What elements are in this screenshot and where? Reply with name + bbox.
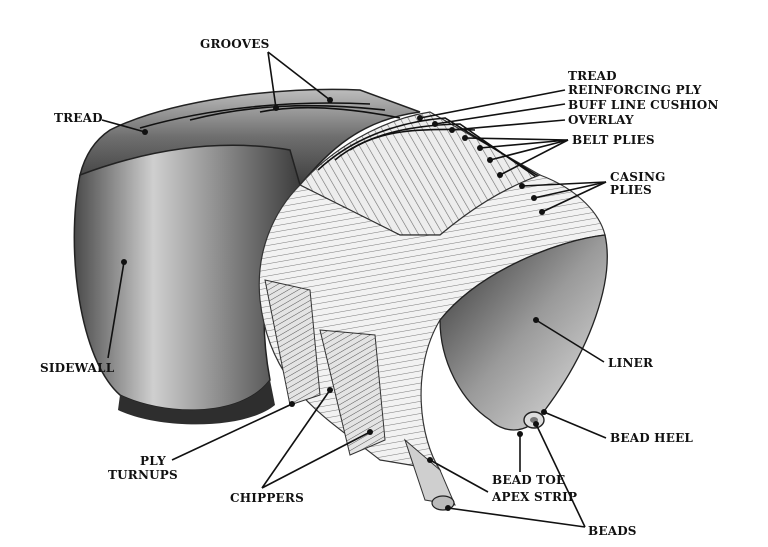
- dot-buff-line: [432, 121, 438, 127]
- dot-overlay: [449, 127, 455, 133]
- leader-grooves-1: [267, 51, 277, 109]
- label-beads: BEADS: [588, 524, 637, 538]
- leader-reinforcing-ply: [419, 89, 566, 119]
- leader-belt-4: [499, 139, 569, 176]
- label-apex-strip: APEX STRIP: [491, 490, 577, 504]
- label-bead-toe: BEAD TOE: [492, 473, 565, 487]
- dot-apex-strip: [427, 457, 433, 463]
- leader-chippers-1: [261, 389, 331, 489]
- label-bead-heel: BEAD HEEL: [610, 431, 693, 445]
- dot-grooves-2: [327, 97, 333, 103]
- dot-chippers-1: [327, 387, 333, 393]
- label-liner: LINER: [608, 356, 654, 370]
- belt-edge-2: [334, 123, 556, 191]
- label-belt-plies: BELT PLIES: [572, 133, 655, 147]
- label-sidewall: SIDEWALL: [40, 361, 115, 375]
- leader-tread-left: [101, 119, 146, 133]
- dot-bead-toe: [517, 431, 523, 437]
- dot-casing-3: [539, 209, 545, 215]
- belt-edge-1: [317, 117, 549, 183]
- sidewall-rim: [118, 380, 275, 425]
- label-casing: CASING: [610, 170, 666, 184]
- leader-liner: [535, 319, 605, 363]
- leader-belt-1: [464, 137, 569, 141]
- label-overlay: OVERLAY: [568, 113, 634, 127]
- leader-bead-heel: [543, 411, 607, 439]
- dot-grooves-1: [273, 105, 279, 111]
- label-grooves: GROOVES: [200, 37, 269, 51]
- leader-belt-2: [479, 139, 569, 149]
- groove-2: [189, 104, 386, 121]
- label-buff-line-cushion: BUFF LINE CUSHION: [568, 98, 719, 112]
- label-chippers: CHIPPERS: [230, 491, 304, 505]
- dot-liner: [533, 317, 539, 323]
- leader-casing-1: [521, 181, 607, 187]
- leader-buff-line: [434, 103, 566, 125]
- dot-belt-4: [497, 172, 503, 178]
- label-ply: PLY: [140, 454, 166, 468]
- dot-reinforcing-ply: [417, 115, 423, 121]
- dot-casing-1: [519, 183, 525, 189]
- label-reinforcing-ply: REINFORCING PLY: [568, 83, 702, 97]
- dot-ply-turnups: [289, 401, 295, 407]
- leader-casing-3: [541, 181, 607, 213]
- dot-chippers-2: [367, 429, 373, 435]
- label-tread-top: TREAD: [568, 69, 617, 83]
- label-plies: PLIES: [610, 183, 652, 197]
- dot-belt-2: [477, 145, 483, 151]
- label-tread-left: TREAD: [54, 111, 103, 125]
- liner-shape: [439, 234, 608, 431]
- leader-ply-turnups: [171, 403, 293, 461]
- groove-1: [139, 102, 371, 129]
- label-turnups: TURNUPS: [108, 468, 178, 482]
- dot-tread-left: [142, 129, 148, 135]
- leader-beads-1: [447, 507, 586, 528]
- leader-beads-2: [535, 423, 586, 528]
- dot-belt-1: [462, 135, 468, 141]
- leader-chippers-2: [261, 431, 371, 489]
- leader-sidewall: [107, 261, 125, 359]
- dot-sidewall: [121, 259, 127, 265]
- dot-belt-3: [487, 157, 493, 163]
- leader-overlay: [451, 119, 566, 131]
- chipper-left: [264, 279, 321, 406]
- leader-grooves-2: [267, 51, 331, 101]
- chipper-right: [319, 329, 386, 456]
- dot-bead-heel: [541, 409, 547, 415]
- dot-casing-2: [531, 195, 537, 201]
- leader-casing-2: [533, 181, 607, 199]
- leader-apex-strip: [429, 459, 489, 493]
- leader-belt-3: [489, 139, 569, 161]
- dot-beads-1: [445, 505, 451, 511]
- dot-beads-2: [533, 421, 539, 427]
- tread-shape: [78, 88, 421, 187]
